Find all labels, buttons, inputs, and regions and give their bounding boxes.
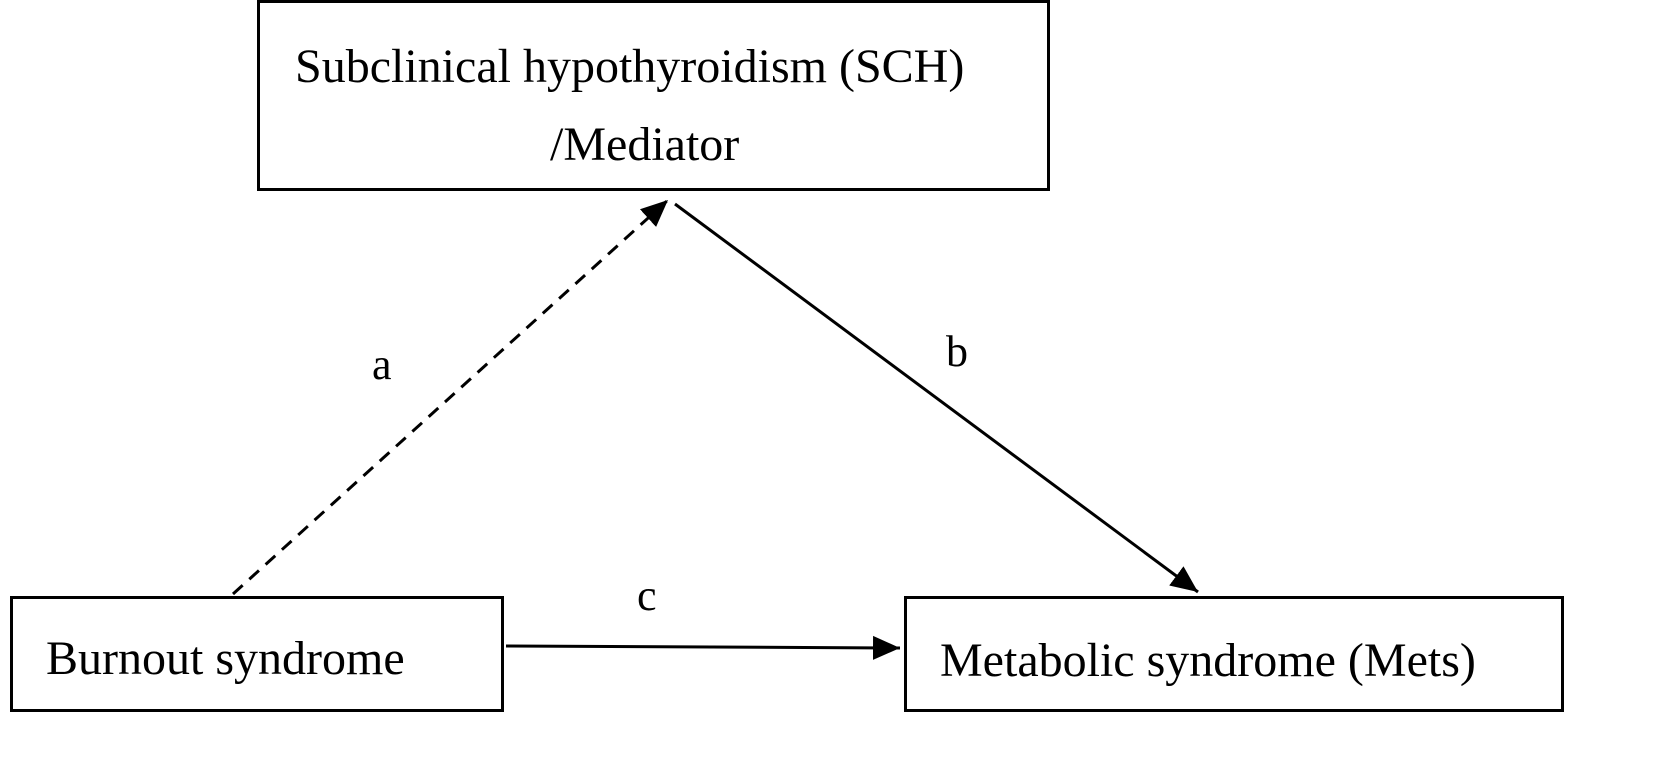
path-b-label: b: [946, 327, 968, 376]
path-c-label: c: [637, 571, 657, 620]
path-c-arrow: [505, 635, 901, 660]
path-b-arrow: [674, 202, 1199, 594]
path-a-arrow: [231, 198, 670, 596]
path-a-label: a: [372, 340, 392, 389]
dependent-label: Metabolic syndrome (Mets): [940, 634, 1476, 687]
dependent-node: Metabolic syndrome (Mets): [904, 596, 1564, 712]
mediator-node: Subclinical hypothyroidism (SCH) /Mediat…: [257, 0, 1050, 191]
mediator-role: /Mediator: [550, 118, 740, 171]
independent-node: Burnout syndrome: [10, 596, 504, 712]
mediator-title: Subclinical hypothyroidism (SCH): [295, 40, 965, 93]
independent-label: Burnout syndrome: [46, 632, 405, 685]
